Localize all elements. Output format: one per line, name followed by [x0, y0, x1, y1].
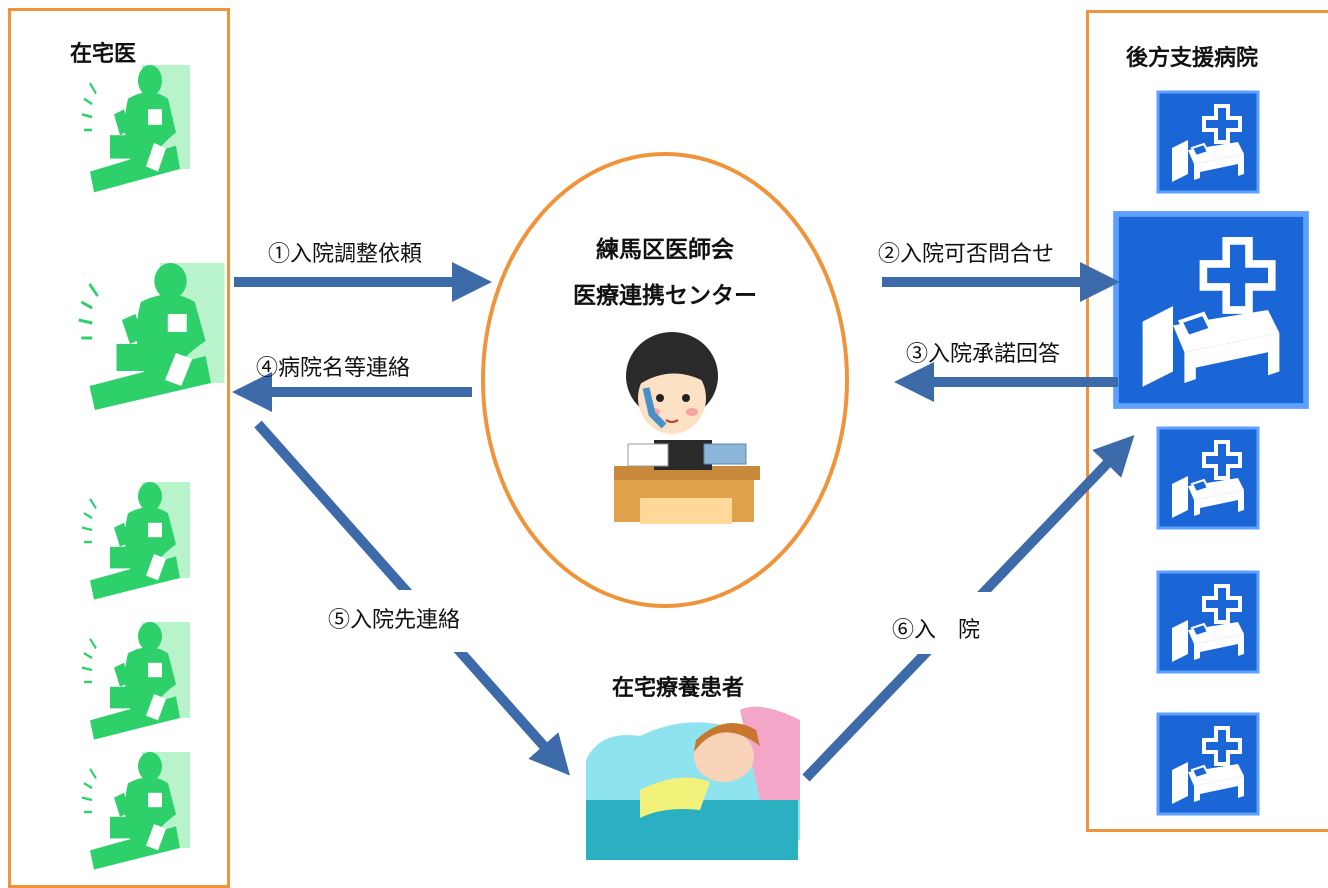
call-center-operator-icon: [614, 332, 760, 524]
step2-label: ②入院可否問合せ: [878, 242, 1055, 267]
hospital-bed-icon: [1156, 90, 1260, 194]
doctor-icon: [80, 750, 192, 871]
sick-patient-in-bed-icon: [586, 706, 800, 860]
hospital-bed-icon: [1116, 214, 1306, 406]
support-hospital-title: 後方支援病院: [1126, 46, 1259, 71]
step6-label: ⑥入 院: [892, 618, 981, 643]
support-hospital-panel: [1086, 10, 1328, 832]
step1-label: ①入院調整依頼: [268, 242, 423, 267]
step3-label: ③入院承諾回答: [906, 342, 1061, 367]
home-doctor-title: 在宅医: [70, 42, 137, 67]
hospital-bed-icon: [1156, 712, 1260, 816]
hospital-bed-icon: [1156, 426, 1260, 530]
patient-title: 在宅療養患者: [612, 676, 745, 701]
center-title-line1: 練馬区医師会: [596, 237, 734, 263]
center-title-line2: 医療連携センター: [573, 283, 757, 309]
step5-label: ⑤入院先連絡: [328, 608, 461, 633]
step4-label: ④病院名等連絡: [256, 356, 411, 381]
doctor-icon: [77, 261, 226, 412]
doctor-icon: [80, 620, 192, 741]
doctor-icon: [80, 480, 192, 601]
hospital-bed-icon: [1156, 570, 1260, 674]
doctor-icon: [80, 63, 192, 194]
